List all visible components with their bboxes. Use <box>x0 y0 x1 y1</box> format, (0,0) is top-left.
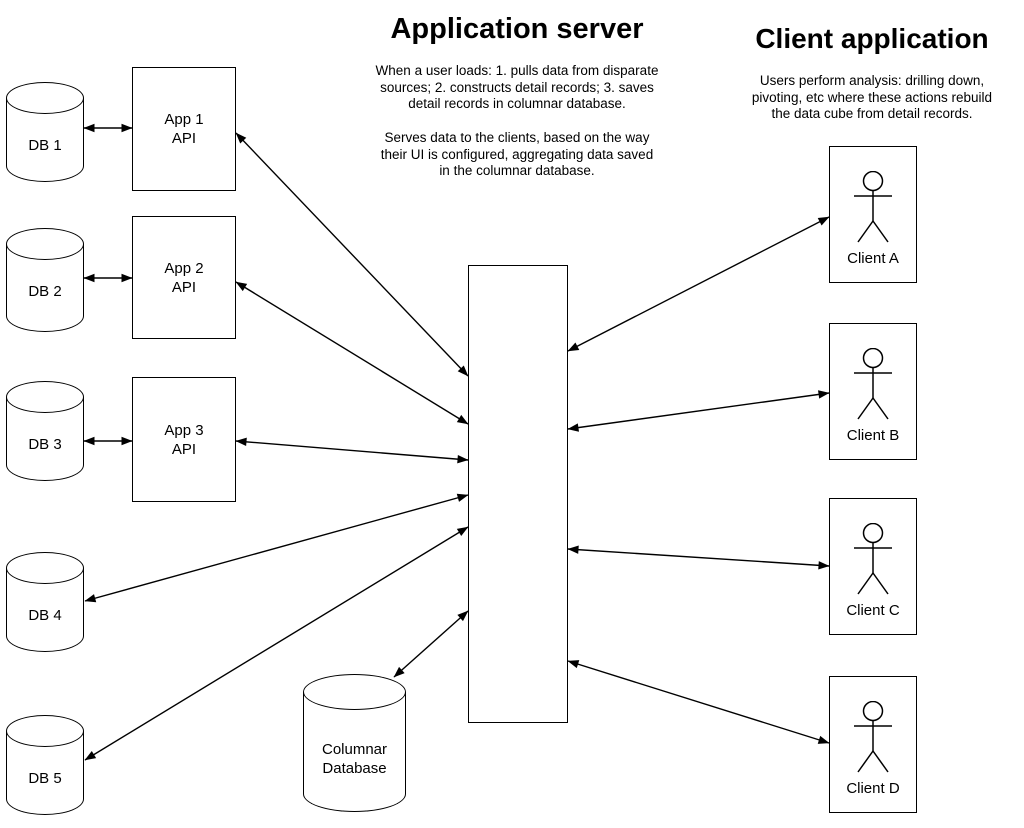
cylinder-top <box>6 552 84 584</box>
app-1-api-box: App 1 API <box>132 67 236 191</box>
app-3-api-box: App 3 API <box>132 377 236 502</box>
stick-figure-icon <box>854 348 892 420</box>
client-d-label: Client D <box>846 780 900 797</box>
cylinder-top <box>303 674 406 710</box>
app-2-api-label-line1: App 2 <box>164 259 204 277</box>
cylinder-top <box>6 82 84 114</box>
client-b-box: Client B <box>829 323 917 460</box>
columnar-database-label-line1: Columnar <box>321 741 388 758</box>
connector-server-client-a <box>567 216 830 352</box>
connector-server-client-b <box>567 390 830 432</box>
db-1-cylinder: DB 1 <box>6 82 84 182</box>
application-server-title: Application server <box>390 13 644 45</box>
app-2-api-box: App 2 API <box>132 216 236 339</box>
db-5-label: DB 5 <box>28 770 62 787</box>
app-2-api-label-line2: API <box>171 278 197 296</box>
db-5-cylinder: DB 5 <box>6 715 84 815</box>
db-3-label: DB 3 <box>28 436 62 453</box>
client-a-box: Client A <box>829 146 917 283</box>
app-3-api-label: App 3 API <box>164 421 203 459</box>
app-1-api-label: App 1 API <box>164 110 203 148</box>
application-server-description-2: Serves data to the clients, based on the… <box>380 130 654 178</box>
app-2-api-label: App 2 API <box>164 259 203 297</box>
stick-figure-icon <box>854 523 892 595</box>
cylinder-top <box>6 381 84 413</box>
connector-app3-server <box>235 437 469 464</box>
connector-columnar-server <box>393 610 469 678</box>
application-server-box <box>468 265 568 723</box>
db-3-cylinder: DB 3 <box>6 381 84 481</box>
cylinder-top <box>6 715 84 747</box>
app-1-api-label-line1: App 1 <box>164 111 204 128</box>
connector-server-client-d <box>567 660 830 744</box>
columnar-database-label-line2: Database <box>322 760 387 777</box>
db-2-cylinder: DB 2 <box>6 228 84 332</box>
client-a-label: Client A <box>847 250 899 267</box>
columnar-database-label: Columnar Database <box>303 740 406 778</box>
app-3-api-label-line2: API <box>171 440 197 458</box>
client-d-box: Client D <box>829 676 917 813</box>
app-1-api-label-line2: API <box>171 130 197 147</box>
connector-db4-server <box>84 493 469 603</box>
connector-app2-server <box>235 281 469 425</box>
db-4-cylinder: DB 4 <box>6 552 84 652</box>
db-4-label: DB 4 <box>28 607 62 624</box>
client-b-label: Client B <box>846 427 900 444</box>
connector-server-client-c <box>567 545 830 570</box>
db-2-label: DB 2 <box>28 283 62 300</box>
columnar-database-cylinder: Columnar Database <box>303 674 406 812</box>
stick-figure-icon <box>854 701 892 773</box>
client-c-box: Client C <box>829 498 917 635</box>
connector-db5-server <box>84 526 469 761</box>
cylinder-top <box>6 228 84 260</box>
stick-figure-icon <box>854 171 892 243</box>
db-1-label: DB 1 <box>28 137 62 154</box>
client-application-description: Users perform analysis: drilling down, p… <box>751 73 993 121</box>
app-3-api-label-line1: App 3 <box>164 421 204 439</box>
client-c-label: Client C <box>846 602 900 619</box>
application-server-description-1: When a user loads: 1. pulls data from di… <box>375 63 659 111</box>
client-application-title: Client application <box>755 23 989 54</box>
